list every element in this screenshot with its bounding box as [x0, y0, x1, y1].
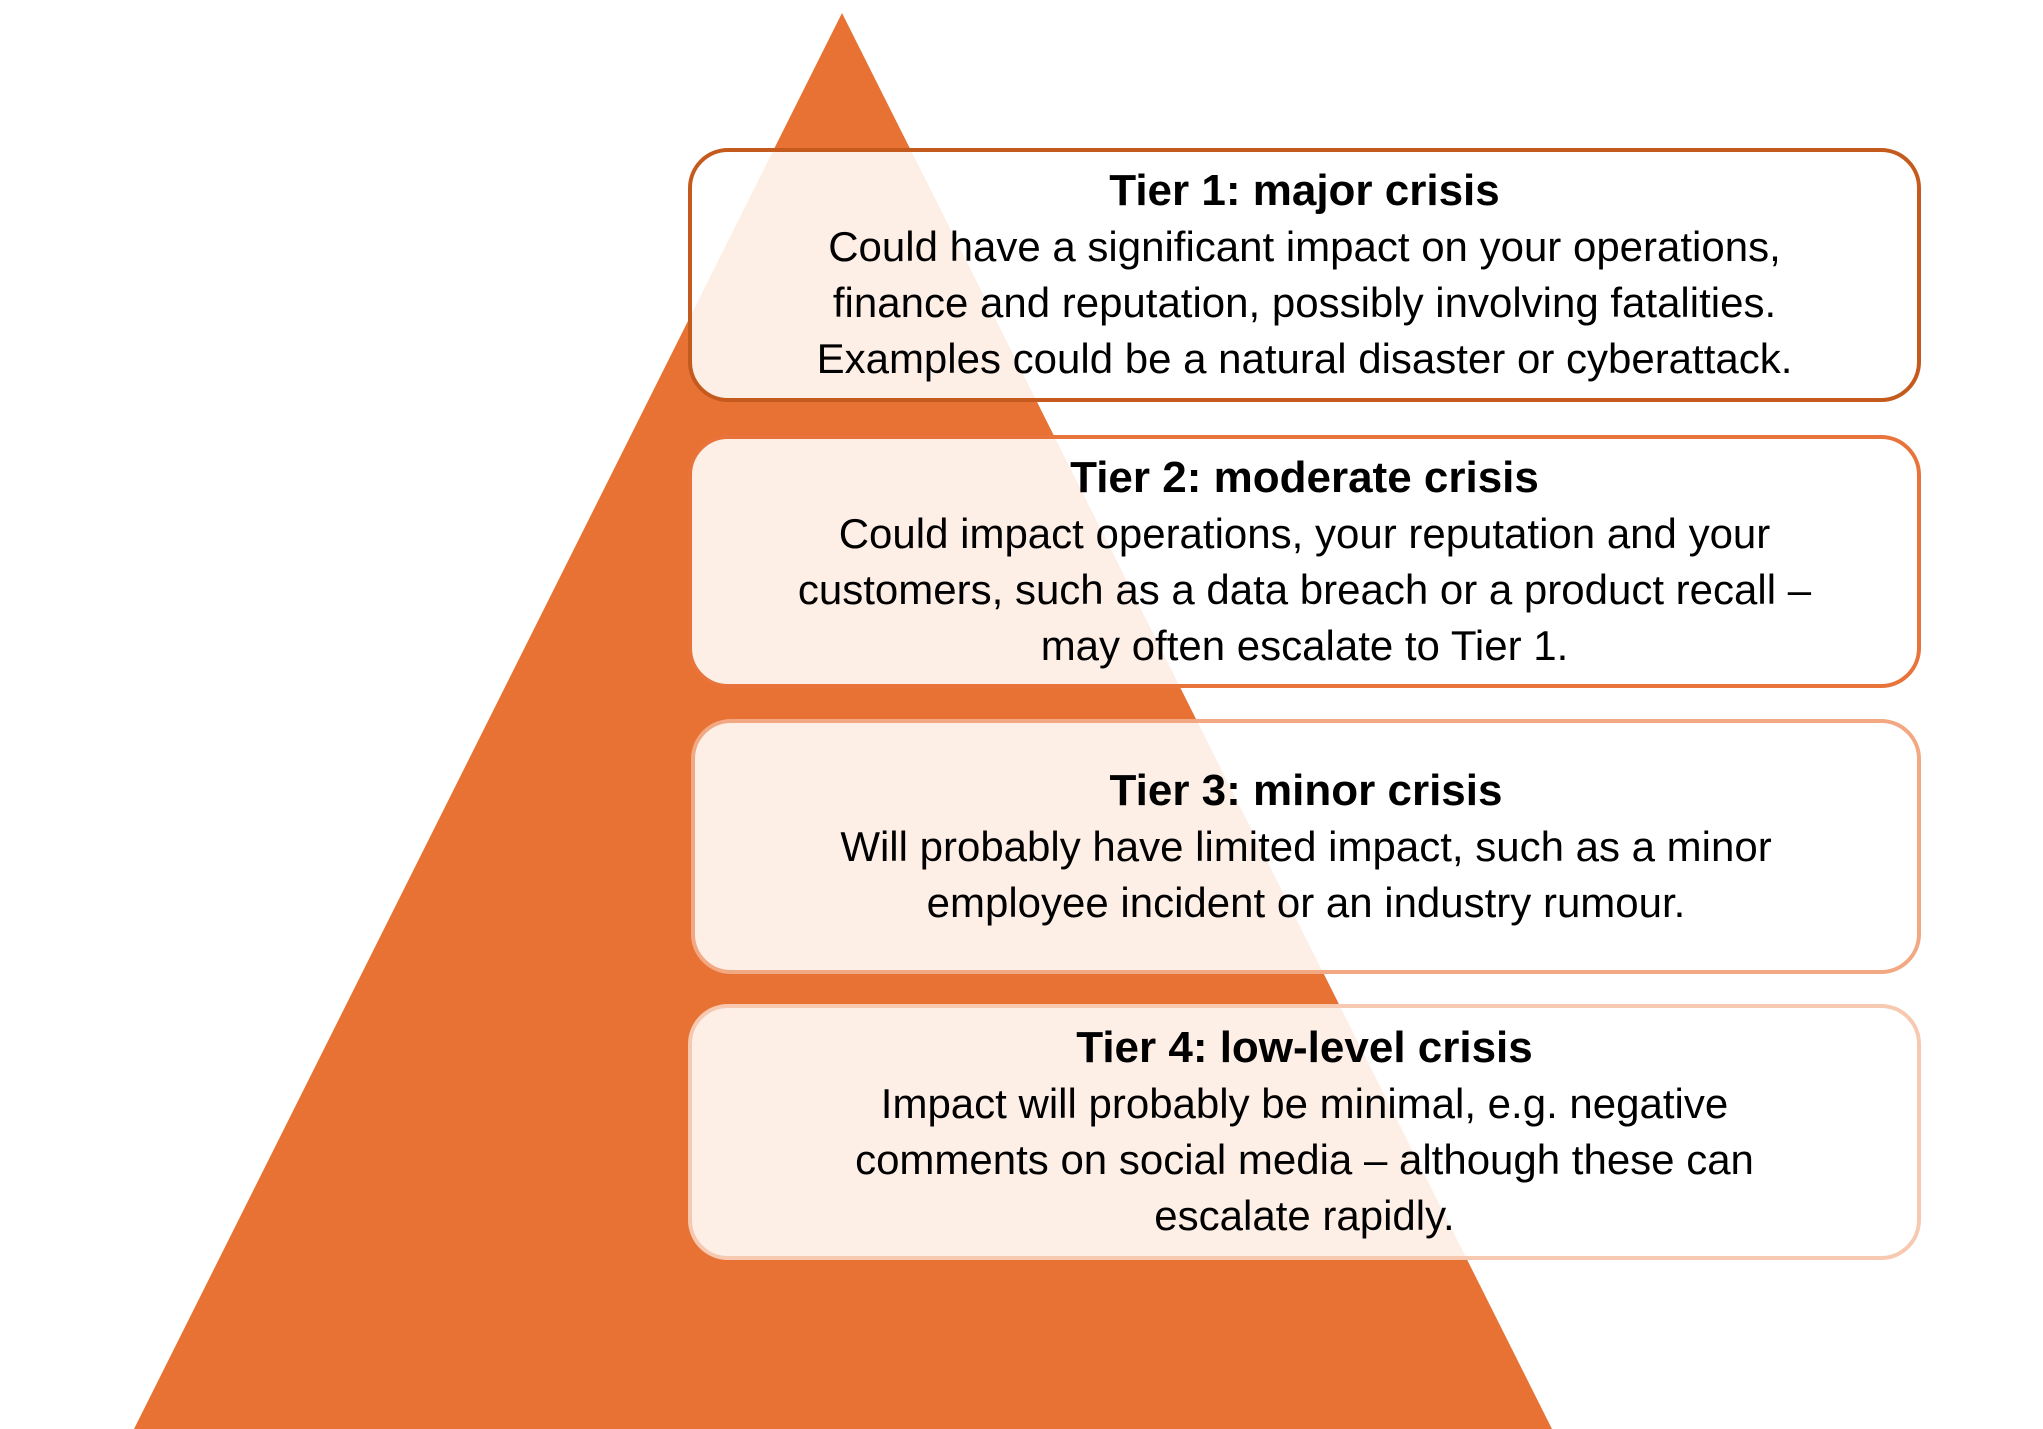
tier-4-box: Tier 4: low-level crisis Impact will pro…: [688, 1004, 1921, 1260]
tier-4-desc-line: Impact will probably be minimal, e.g. ne…: [880, 1080, 1729, 1127]
tier-2-desc-line: customers, such as a data breach or a pr…: [797, 565, 1812, 613]
tier-2-box: Tier 2: moderate crisis Could impact ope…: [688, 435, 1921, 688]
tier-2-desc-line: may often escalate to Tier 1.: [1040, 621, 1569, 669]
tier-1-desc-line: Could have a significant impact on your …: [828, 223, 1781, 270]
tier-1-title: Tier 1: major crisis: [1109, 166, 1500, 215]
tier-3-desc-line: Will probably have limited impact, such …: [840, 822, 1772, 870]
tier-4-desc-line: comments on social media – although thes…: [855, 1136, 1754, 1183]
tier-3-title: Tier 3: minor crisis: [1109, 765, 1503, 815]
tier-4-desc-line: escalate rapidly.: [1154, 1192, 1455, 1239]
tier-2-desc-line: Could impact operations, your reputation…: [838, 509, 1771, 557]
tier-3-desc-line: employee incident or an industry rumour.: [926, 878, 1686, 926]
tier-1-desc-line: Examples could be a natural disaster or …: [816, 335, 1793, 382]
tier-3-box: Tier 3: minor crisis Will probably have …: [691, 719, 1921, 974]
tier-1-desc-line: finance and reputation, possibly involvi…: [832, 279, 1777, 326]
tier-1-box: Tier 1: major crisis Could have a signif…: [688, 148, 1921, 402]
tier-2-title: Tier 2: moderate crisis: [1070, 452, 1539, 502]
tier-4-title: Tier 4: low-level crisis: [1076, 1023, 1533, 1072]
